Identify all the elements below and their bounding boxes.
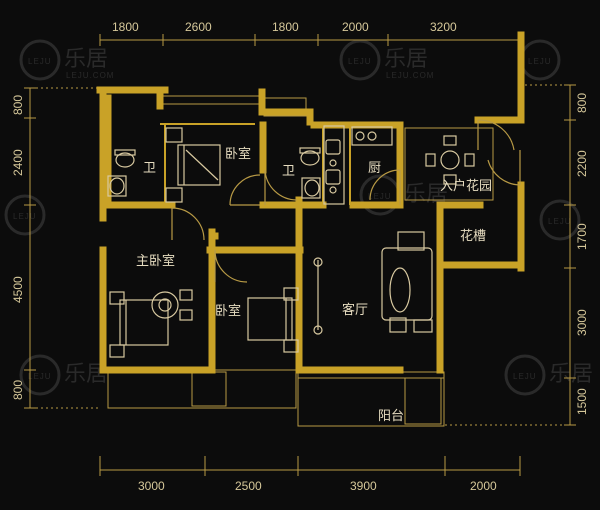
watermark-logo: LEJU [539, 199, 581, 241]
watermark-logo: LEJU 乐居 [19, 354, 108, 396]
door-master [171, 207, 205, 241]
dim-left-1: 800 [11, 95, 25, 115]
bath-fixtures [107, 147, 321, 199]
dim-left-3: 4500 [11, 276, 25, 303]
dim-bottom-3: 3900 [350, 479, 377, 493]
bed-mid [247, 287, 299, 353]
living-furniture [313, 231, 433, 335]
dim-top-4: 2000 [342, 20, 369, 34]
dimension-labels: 1800 2600 1800 2000 3200 3000 2500 3900 … [11, 20, 589, 493]
watermark-logo: LEJU [4, 194, 46, 236]
tv-lamp-icon [313, 325, 323, 335]
dim-right-4: 3000 [575, 309, 589, 336]
walls [96, 31, 525, 374]
room-label-master-bedroom: 主卧室 [136, 253, 175, 269]
room-label-planter: 花槽 [460, 228, 486, 244]
watermark-sub: LEJU.COM [66, 71, 114, 80]
watermark-logo-text: LEJU [348, 57, 372, 66]
dim-bottom-1: 3000 [138, 479, 165, 493]
watermark-logo: LEJU 乐居 [504, 354, 593, 396]
master-furniture [109, 289, 193, 358]
watermark-logo: LEJU 乐居 LEJU.COM [339, 39, 434, 81]
dim-bottom-2: 2500 [235, 479, 262, 493]
room-label-bedroom-mid: 卧室 [215, 303, 241, 319]
partitions [160, 123, 351, 205]
watermark-logo-text: LEJU [528, 57, 552, 66]
room-label-balcony: 阳台 [378, 409, 404, 424]
room-label-kitchen: 厨 [368, 161, 381, 176]
round-table-icon [151, 291, 179, 319]
dim-right-1: 800 [575, 93, 589, 113]
dim-right-5: 1500 [575, 388, 589, 415]
dim-left-4: 800 [11, 380, 25, 400]
watermark-logo-text: LEJU [13, 212, 37, 221]
door-entry [477, 119, 515, 151]
dim-top-5: 3200 [430, 20, 457, 34]
dim-top-2: 2600 [185, 20, 212, 34]
room-label-living-room: 客厅 [342, 302, 368, 318]
bed-top [165, 127, 221, 203]
kitchen-fixtures [323, 125, 393, 205]
watermark-logo: LEJU 乐居 LEJU.COM [19, 39, 114, 81]
watermark-logo-text: LEJU [28, 57, 52, 66]
toilet-icon [300, 150, 320, 166]
dim-right-2: 2200 [575, 150, 589, 177]
dimension-lines [24, 34, 576, 476]
dim-top-1: 1800 [112, 20, 139, 34]
sink-icon [304, 179, 320, 197]
room-labels: 卫 卧室 卫 厨 入户花园 花槽 主卧室 卧室 客厅 阳台 [136, 146, 492, 424]
dining-table-icon [440, 150, 460, 170]
door-bedroom-top [229, 174, 261, 206]
door-kitchen [369, 169, 401, 205]
watermark-logo-text: LEJU [28, 372, 52, 381]
dim-left-2: 2400 [11, 149, 25, 176]
dim-top-3: 1800 [272, 20, 299, 34]
sink-icon [109, 177, 125, 195]
watermark-logo-text: LEJU [548, 217, 572, 226]
watermark-logo-text: LEJU [513, 372, 537, 381]
dim-bottom-4: 2000 [470, 479, 497, 493]
room-label-bath2: 卫 [282, 164, 295, 179]
toilet-icon [115, 152, 135, 168]
room-label-entry-garden: 入户花园 [440, 178, 492, 194]
door-bedroom-mid [214, 249, 248, 283]
door-bath2 [264, 169, 298, 205]
room-label-bedroom-top: 卧室 [225, 146, 251, 162]
watermark-brand: 乐居 [384, 47, 428, 72]
tv-lamp-icon [313, 257, 323, 267]
door-entry-2 [487, 150, 521, 186]
watermark-sub: LEJU.COM [386, 71, 434, 80]
watermark-brand: 乐居 [64, 47, 108, 72]
dim-right-3: 1700 [575, 223, 589, 250]
watermark-logo-text: LEJU [368, 192, 392, 201]
room-label-bath1: 卫 [143, 161, 156, 176]
watermark-brand: 乐居 [549, 362, 593, 387]
doors [171, 119, 521, 283]
garden-table [425, 135, 475, 185]
watermark-logo: LEJU [519, 39, 561, 81]
